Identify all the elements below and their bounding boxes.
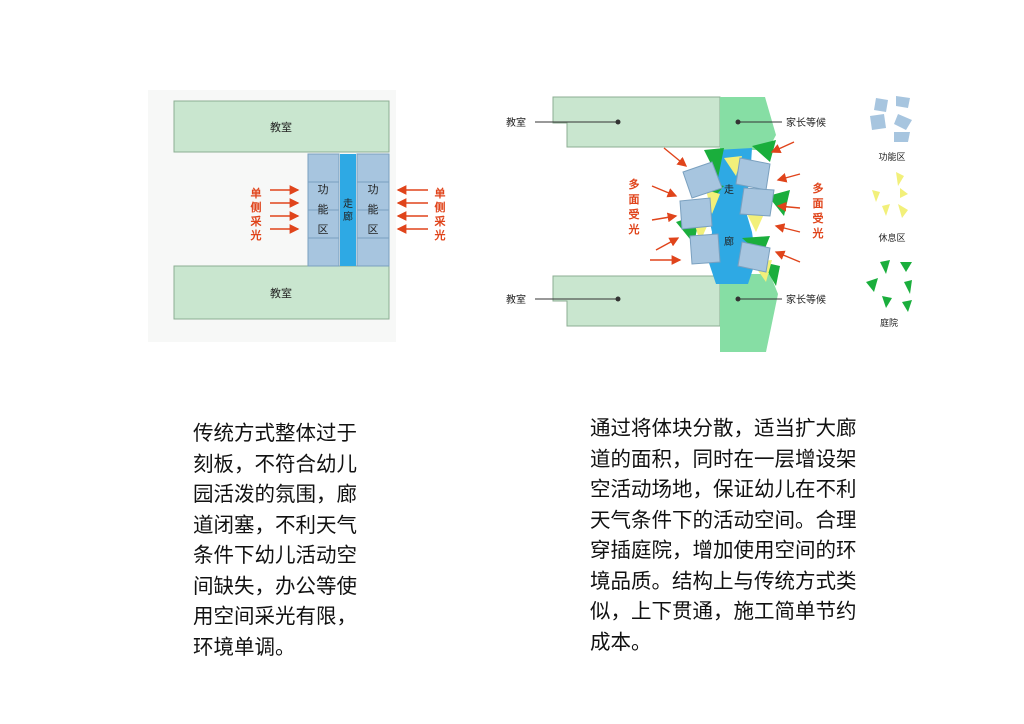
corridor-block [340, 154, 356, 266]
multi-light-right-char-3: 受 [813, 211, 824, 225]
corridor-char-2: 廊 [343, 210, 353, 223]
classroom-bottom-block [173, 265, 390, 320]
classroom-bottom-label: 教室 [270, 286, 292, 300]
corridor-right-char-2: 廊 [724, 235, 734, 248]
caption-left: 传统方式整体过于 刻板，不符合幼儿 园活泼的氛围，廊 道闭塞，不利天气 条件下幼… [193, 421, 357, 659]
legend-rest-swatch [872, 172, 908, 218]
function-zone-right [356, 153, 390, 267]
light-right-char-1: 单 [435, 186, 446, 200]
multi-light-right-char-4: 光 [812, 226, 824, 240]
multi-light-arrows-left [650, 147, 688, 265]
func-right-char-2: 能 [368, 202, 379, 216]
light-right-char-3: 采 [434, 214, 447, 228]
classroom-top-label-right: 教室 [506, 116, 526, 129]
caption-right: 通过将体块分散，适当扩大廊 道的面积，同时在一层增设架 空活动场地，保证幼儿在不… [590, 416, 857, 654]
legend-court-swatch [866, 260, 912, 312]
classroom-bottom-label-right: 教室 [506, 293, 526, 306]
function-zone-left [307, 153, 340, 267]
multi-light-right-char-2: 面 [813, 197, 824, 210]
func-right-char-1: 功 [368, 183, 379, 196]
legend-court-label: 庭院 [880, 317, 898, 329]
func-left-char-2: 能 [318, 202, 329, 216]
left-diagram: 教室 教室 功 能 区 功 能 区 走 廊 单 侧 采 光 单 侧 采 [148, 90, 447, 342]
classroom-top-block [173, 100, 390, 153]
legend-rest-label: 休息区 [878, 232, 905, 244]
corridor-right-char-1: 走 [724, 184, 734, 196]
right-diagram: 走 廊 教室 教室 家长等候 家长等候 多 面 受 光 多 面 受 光 [506, 96, 826, 352]
multi-light-left-char-3: 受 [629, 207, 640, 221]
legend: 功能区 休息区 庭院 [866, 96, 912, 329]
light-left-char-1: 单 [251, 186, 262, 200]
legend-function-swatch [870, 96, 912, 142]
light-left-char-2: 侧 [251, 200, 262, 214]
light-right-char-2: 侧 [435, 200, 446, 214]
func-left-char-3: 区 [318, 223, 329, 236]
waiting-area-bottom [720, 274, 778, 352]
waiting-top-label: 家长等候 [786, 116, 826, 129]
light-left-char-3: 采 [250, 214, 263, 228]
waiting-area-top [720, 97, 776, 150]
function-blocks-right [679, 157, 775, 273]
classroom-bottom-block-right [552, 275, 721, 327]
light-arrows-left [270, 185, 300, 234]
light-left-char-4: 光 [250, 228, 262, 242]
corridor-char-1: 走 [343, 198, 353, 210]
multi-light-left-char-4: 光 [628, 222, 640, 236]
leader-lines [535, 121, 782, 300]
classroom-top-label: 教室 [270, 120, 292, 134]
waiting-bottom-label: 家长等候 [786, 293, 826, 306]
light-right-char-4: 光 [434, 228, 446, 242]
multi-light-right-char-1: 多 [813, 181, 824, 195]
func-right-char-3: 区 [368, 223, 379, 236]
light-arrows-right [396, 185, 428, 234]
multi-light-left-char-1: 多 [629, 177, 640, 191]
leader-dots [615, 119, 741, 302]
legend-function-label: 功能区 [878, 151, 905, 163]
multi-light-left-char-2: 面 [629, 193, 640, 206]
func-left-char-1: 功 [318, 183, 329, 196]
multi-light-arrows-right [770, 141, 801, 263]
